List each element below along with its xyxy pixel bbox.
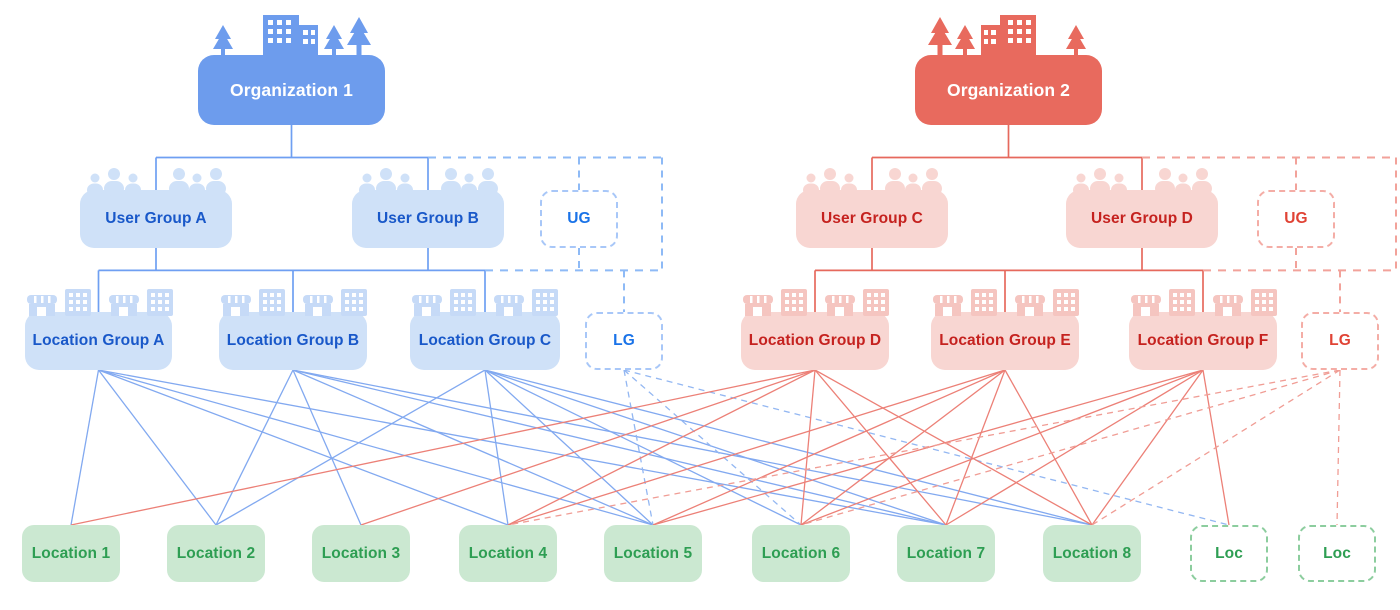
node-label: Location 2 bbox=[176, 544, 256, 562]
location-group-e-node: Location Group E bbox=[931, 312, 1079, 370]
location-8-node: Location 8 bbox=[1043, 525, 1141, 582]
node-label: User Group C bbox=[821, 210, 923, 227]
node-label: Organization 2 bbox=[947, 79, 1070, 100]
node-label: Location 8 bbox=[1052, 544, 1132, 562]
node-label: Loc bbox=[1323, 544, 1351, 562]
node-label: Location Group A bbox=[32, 332, 165, 349]
location-group-d-node: Location Group D bbox=[741, 312, 889, 370]
node-label: Location 3 bbox=[321, 544, 401, 562]
location-placeholder-2: Loc bbox=[1298, 525, 1376, 582]
location-group-f-node: Location Group F bbox=[1129, 312, 1277, 370]
node-label: UG bbox=[1284, 210, 1308, 227]
node-label: Location 1 bbox=[31, 544, 111, 562]
location-placeholder-1: Loc bbox=[1190, 525, 1268, 582]
location-group-c-node: Location Group C bbox=[410, 312, 560, 370]
location-5-node: Location 5 bbox=[604, 525, 702, 582]
location-2-node: Location 2 bbox=[167, 525, 265, 582]
node-label: Location Group F bbox=[1137, 332, 1269, 349]
node-label: UG bbox=[567, 210, 591, 227]
node-label: User Group B bbox=[377, 210, 479, 227]
organization-1-node: Organization 1 bbox=[198, 55, 385, 125]
node-label: Location 6 bbox=[761, 544, 841, 562]
node-label: Organization 1 bbox=[230, 79, 353, 100]
node-label: LG bbox=[1329, 332, 1351, 349]
node-label: Location 4 bbox=[468, 544, 548, 562]
location-group-b-node: Location Group B bbox=[219, 312, 367, 370]
location-6-node: Location 6 bbox=[752, 525, 850, 582]
node-label: Location 7 bbox=[906, 544, 986, 562]
node-label: User Group A bbox=[105, 210, 207, 227]
node-label: Location Group C bbox=[418, 332, 552, 349]
node-label: LG bbox=[613, 332, 635, 349]
user-group-placeholder-red: UG bbox=[1257, 190, 1335, 248]
user-group-a-node: User Group A bbox=[80, 168, 232, 248]
organization-2-node: Organization 2 bbox=[915, 55, 1102, 125]
location-4-node: Location 4 bbox=[459, 525, 557, 582]
node-label: Location Group E bbox=[939, 332, 1071, 349]
node-label: Loc bbox=[1215, 544, 1243, 562]
location-group-placeholder-red: LG bbox=[1301, 312, 1379, 370]
node-label: Location Group D bbox=[748, 332, 882, 349]
location-group-a-node: Location Group A bbox=[25, 312, 172, 370]
location-group-placeholder-blue: LG bbox=[585, 312, 663, 370]
user-group-c-node: User Group C bbox=[796, 168, 948, 248]
user-group-b-node: User Group B bbox=[352, 168, 504, 248]
user-group-d-node: User Group D bbox=[1066, 168, 1218, 248]
location-7-node: Location 7 bbox=[897, 525, 995, 582]
location-3-node: Location 3 bbox=[312, 525, 410, 582]
location-1-node: Location 1 bbox=[22, 525, 120, 582]
user-group-placeholder-blue: UG bbox=[540, 190, 618, 248]
node-label: User Group D bbox=[1091, 210, 1193, 227]
node-label: Location 5 bbox=[613, 544, 693, 562]
node-label: Location Group B bbox=[226, 332, 360, 349]
